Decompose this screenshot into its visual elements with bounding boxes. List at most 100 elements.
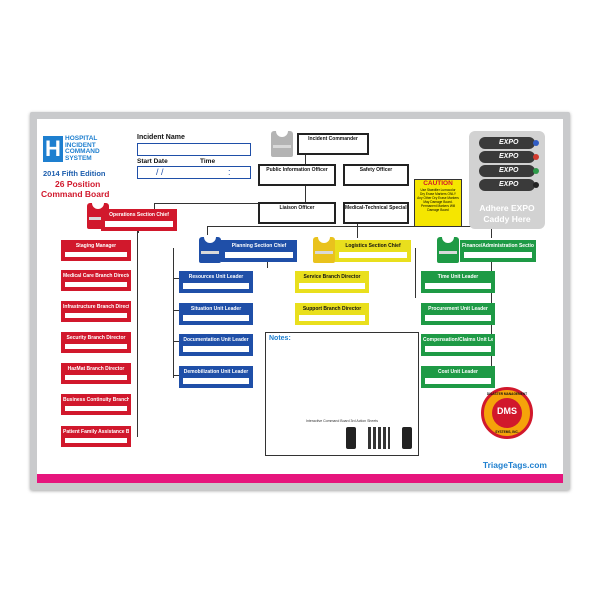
start-date-label: Start Date [137,158,168,165]
service-branch-label: Service Branch Director [303,274,361,280]
business-continuity-branch-label: Business Continuity Branch Director [63,397,129,403]
situation-unit-box[interactable]: Situation Unit Leader [179,303,253,325]
incident-name-label: Incident Name [137,134,185,141]
business-continuity-branch-box[interactable]: Business Continuity Branch Director [61,394,131,415]
finance-section-chief-box[interactable]: Finance/Administration Section Chief [460,240,536,262]
public-information-officer-label: Public Information Officer [260,166,334,175]
finance-vest-icon [437,235,459,263]
notes-caption: Interactive Command Board 3rd Action She… [306,419,378,423]
caution-line: Permanent Markers Will [420,204,455,208]
hics-h-icon: H [43,136,63,162]
footer-website: TriageTags.com [482,460,547,470]
caution-line: Dry Erase Markers ONLY [420,192,456,196]
logo-line: SYSTEM [65,154,92,162]
notes-area[interactable]: Notes: Interactive Command Board 3rd Act… [265,332,419,456]
logo-line: HOSPITAL [65,135,98,142]
time-unit-box[interactable]: Time Unit Leader [421,271,495,293]
board-title-line-2: Command Board [41,189,110,199]
hics-logo: H HOSPITAL INCIDENT COMMAND SYSTEM [43,135,125,168]
incident-name-field[interactable] [137,143,251,156]
time-label: Time [200,158,216,165]
documentation-unit-label: Documentation Unit Leader [183,337,249,343]
service-branch-box[interactable]: Service Branch Director [295,271,369,293]
liaison-officer-box[interactable]: Liaison Officer [258,202,336,224]
command-board: H HOSPITAL INCIDENT COMMAND SYSTEM 2014 … [37,119,563,483]
expo-caddy-text-1: Adhere EXPO [479,203,535,213]
logistics-section-chief-box[interactable]: Logistics Section Chief [335,240,411,262]
phone-icon [402,427,412,449]
medical-technical-specialist-label: Medical-Technical Specialist [345,204,407,213]
planning-vest-icon [199,235,221,263]
documentation-unit-box[interactable]: Documentation Unit Leader [179,334,253,356]
logistics-section-chief-label: Logistics Section Chief [345,243,401,249]
demobilization-unit-box[interactable]: Demobilization Unit Leader [179,366,253,388]
resources-unit-box[interactable]: Resources Unit Leader [179,271,253,293]
footer-bar [37,474,563,483]
support-branch-box[interactable]: Support Branch Director [295,303,369,325]
planning-section-chief-box[interactable]: Planning Section Chief [221,240,297,262]
security-branch-box[interactable]: Security Branch Director [61,332,131,353]
operations-section-chief-box[interactable]: Operations Section Chief [101,209,177,231]
planning-section-chief-label: Planning Section Chief [231,243,287,249]
support-branch-label: Support Branch Director [302,306,362,312]
start-date-field[interactable]: / / : [137,166,251,179]
medical-care-branch-box[interactable]: Medical Care Branch Director [61,270,131,291]
staging-manager-label: Staging Manager [75,243,117,249]
cost-unit-label: Cost Unit Leader [437,369,478,375]
incident-commander-box[interactable]: Incident Commander [297,133,369,155]
expo-marker-icon: EXPO [479,151,539,163]
caution-title: CAUTION [423,180,453,187]
logistics-vest-icon [313,235,335,263]
hazmat-branch-label: HazMat Branch Director [67,366,125,372]
caution-line: Any Other Dry Erase Markers [417,196,459,200]
board-title-line-1: 26 Position [55,179,101,189]
caution-line: May Damage Board. [423,200,453,204]
liaison-officer-label: Liaison Officer [260,204,334,213]
time-unit-label: Time Unit Leader [437,274,479,280]
demobilization-unit-label: Demobilization Unit Leader [183,369,249,375]
finance-section-chief-label: Finance/Administration Section Chief [462,243,534,249]
infrastructure-branch-box[interactable]: Infrastructure Branch Director [61,301,131,322]
procurement-unit-box[interactable]: Procurement Unit Leader [421,303,495,325]
compensation-unit-label: Compensation/Claims Unit Leader [423,337,493,343]
operations-section-chief-label: Operations Section Chief [109,212,169,218]
caution-line: Damage Board [427,208,449,212]
patient-family-branch-label: Patient Family Assistance Branch Directo… [63,429,129,435]
phone-icon [346,427,356,449]
safety-officer-label: Safety Officer [345,166,407,175]
hazmat-branch-box[interactable]: HazMat Branch Director [61,363,131,384]
edition-label: 2014 Fifth Edition [43,169,106,178]
logo-line: COMMAND [65,148,100,156]
public-information-officer-box[interactable]: Public Information Officer [258,164,336,186]
procurement-unit-label: Procurement Unit Leader [428,306,488,312]
date-separator: / / [156,167,164,177]
qr-code-icon [368,427,390,449]
caution-notice: CAUTION Use Staedtler Lumocolor Dry Eras… [414,179,462,227]
expo-marker-icon: EXPO [479,165,539,177]
compensation-unit-box[interactable]: Compensation/Claims Unit Leader [421,334,495,356]
dms-badge-center: DMS [497,406,517,416]
situation-unit-label: Situation Unit Leader [190,306,242,312]
medical-care-branch-label: Medical Care Branch Director [63,273,129,279]
incident-commander-label: Incident Commander [299,135,367,144]
security-branch-label: Security Branch Director [66,335,126,341]
dms-badge-ring-bottom: SYSTEMS, INC. [495,430,519,434]
expo-marker-icon: EXPO [479,179,539,191]
medical-technical-specialist-box[interactable]: Medical-Technical Specialist [343,202,409,224]
patient-family-branch-box[interactable]: Patient Family Assistance Branch Directo… [61,426,131,447]
staging-manager-box[interactable]: Staging Manager [61,240,131,261]
cost-unit-box[interactable]: Cost Unit Leader [421,366,495,388]
dms-badge: DMS DISASTER MANAGEMENT SYSTEMS, INC. [481,387,533,439]
resources-unit-label: Resources Unit Leader [188,274,244,280]
caution-line: Use Staedtler Lumocolor [420,188,456,192]
logo-line: INCIDENT [65,141,96,149]
expo-caddy-area: EXPO EXPO EXPO EXPO Adhere EXPO Caddy He… [469,131,545,229]
infrastructure-branch-label: Infrastructure Branch Director [63,304,129,310]
notes-label: Notes: [269,335,291,342]
safety-officer-box[interactable]: Safety Officer [343,164,409,186]
dms-badge-ring-top: DISASTER MANAGEMENT [486,392,528,396]
incident-commander-vest-icon [271,129,293,157]
expo-caddy-text-2: Caddy Here [483,214,531,224]
time-separator: : [228,167,231,177]
expo-marker-icon: EXPO [479,137,539,149]
